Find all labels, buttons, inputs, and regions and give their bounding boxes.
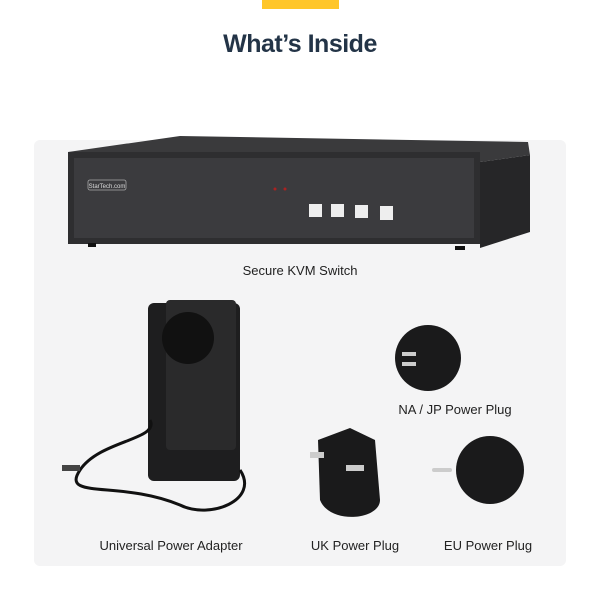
page-title: What’s Inside (223, 30, 377, 58)
item-label-eu-plug: EU Power Plug (443, 538, 533, 553)
eu-plug-image (432, 436, 524, 504)
item-label-uk-plug: UK Power Plug (310, 538, 400, 553)
power-adapter-image (62, 300, 247, 512)
brand-logo: StarTech.com (89, 184, 126, 190)
item-label-power-adapter: Universal Power Adapter (99, 538, 243, 553)
item-label-na-jp-plug: NA / JP Power Plug (398, 402, 512, 417)
uk-plug-image (310, 428, 380, 517)
na-jp-plug-image (395, 325, 461, 391)
accent-bar (262, 0, 339, 9)
item-label-kvm-switch: Secure KVM Switch (242, 263, 358, 278)
kvm-switch-image: StarTech.com (68, 136, 530, 250)
